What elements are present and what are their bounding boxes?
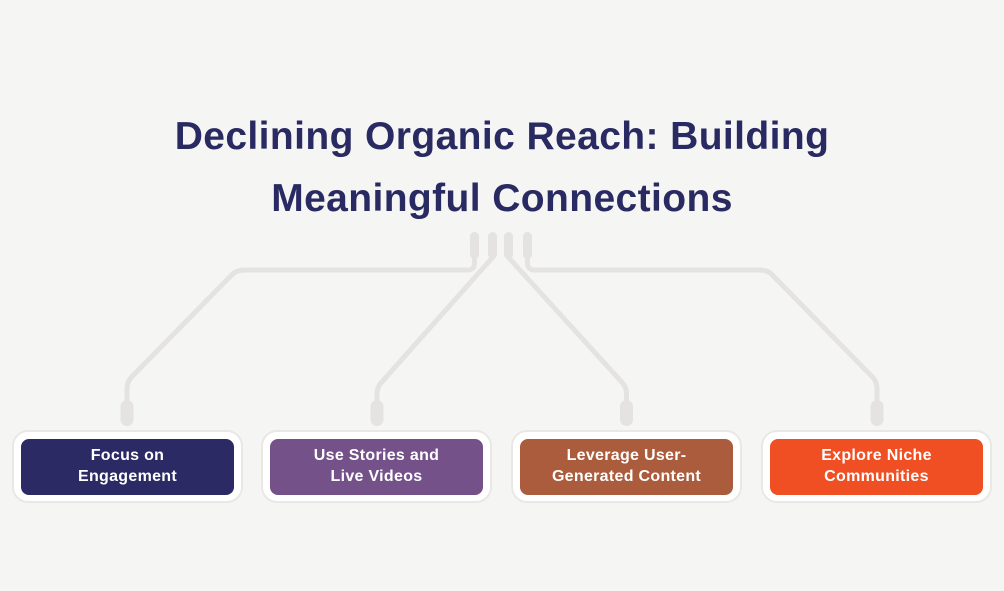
node-label-line: Communities <box>824 467 929 485</box>
connector-top-pin-icon <box>504 232 513 259</box>
page-title-line-2: Meaningful Connections <box>271 177 733 221</box>
connector-end-pin-icon <box>370 400 384 426</box>
node-label-line: Generated Content <box>551 467 702 485</box>
node-label-line: Focus on <box>90 447 165 464</box>
node-box: Leverage User- Generated Content <box>520 438 733 495</box>
connector-top-pin-icon <box>470 232 479 259</box>
node-label-line: Use Stories and <box>313 447 440 464</box>
page-title-line-1: Declining Organic Reach: Building <box>174 115 830 159</box>
connector-branch-2 <box>374 247 495 407</box>
node-label-line: Leverage User- <box>566 447 687 464</box>
node-card-use-stories-and-live-videos: Use Stories and Live Videos <box>261 430 492 503</box>
connector-end-pin-icon <box>870 400 884 426</box>
connector-end-pin-icon <box>620 400 633 426</box>
node-label-line: Live Videos <box>330 467 423 485</box>
node-card-leverage-user-generated-content: Leverage User- Generated Content <box>511 430 742 503</box>
connector-branch-3 <box>506 247 629 407</box>
node-card-explore-niche-communities: Explore Niche Communities <box>761 430 992 503</box>
node-label-line: Explore Niche <box>821 447 932 464</box>
connector-branch-1 <box>124 249 477 407</box>
page-title: Declining Organic Reach: Building Meanin… <box>0 106 1004 230</box>
node-box: Focus on Engagement <box>21 438 234 495</box>
connector-end-pin-icon <box>120 400 134 426</box>
connector-top-pin-icon <box>523 232 532 259</box>
connector-top-pin-icon <box>488 232 497 259</box>
node-card-focus-on-engagement: Focus on Engagement <box>12 430 243 503</box>
node-label-line: Engagement <box>77 467 177 485</box>
connector-branch-4 <box>525 249 880 407</box>
node-box: Explore Niche Communities <box>770 438 983 495</box>
node-box: Use Stories and Live Videos <box>270 438 483 495</box>
